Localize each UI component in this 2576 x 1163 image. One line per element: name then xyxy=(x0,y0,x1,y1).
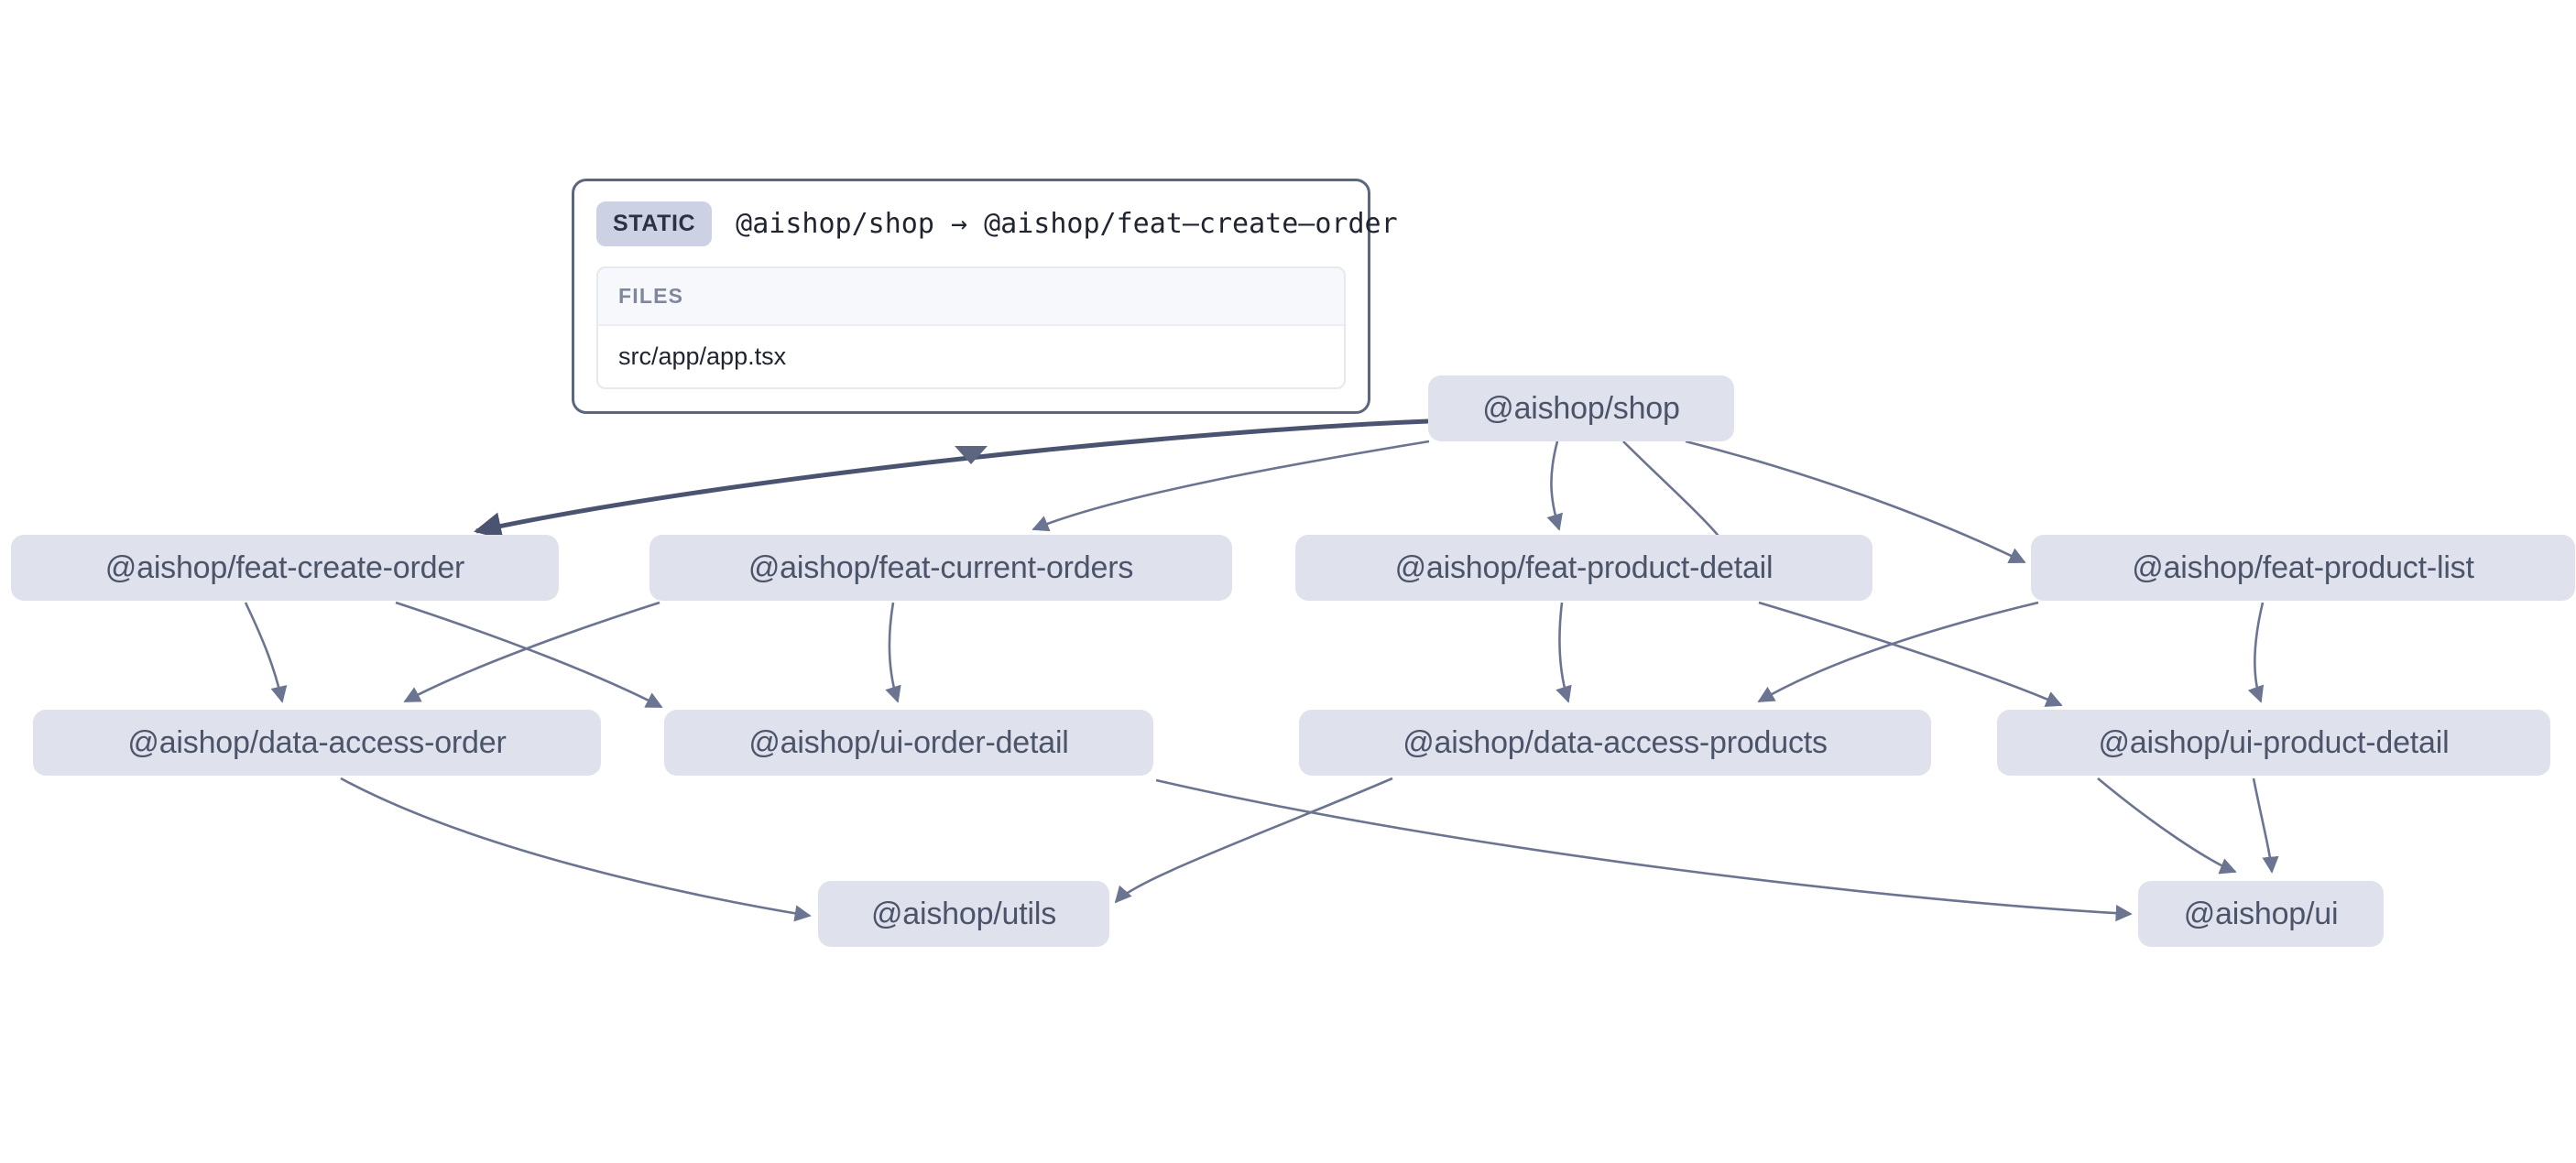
files-panel: FILES src/app/app.tsx xyxy=(596,266,1346,389)
node-label: @aishop/shop xyxy=(1482,391,1680,426)
node-label: @aishop/data-access-order xyxy=(127,725,507,760)
node-label: @aishop/feat-product-list xyxy=(2132,550,2474,585)
file-list-item: src/app/app.tsx xyxy=(598,326,1344,387)
node-aishop-ui-order-detail[interactable]: @aishop/ui-order-detail xyxy=(664,710,1153,776)
node-label: @aishop/utils xyxy=(870,897,1056,931)
edge-feat-current-orders-to-data-access-order xyxy=(403,601,660,703)
files-panel-header: FILES xyxy=(598,268,1344,326)
edge-ui-product-detail-to-ui-second xyxy=(2252,777,2279,874)
edge-feat-create-order-to-data-access-order xyxy=(244,602,288,703)
node-label: @aishop/feat-create-order xyxy=(104,550,465,585)
node-label: @aishop/ui xyxy=(2183,897,2339,931)
edge-shop-to-feat-product-detail xyxy=(1546,440,1563,531)
edge-shop-to-feat-current-orders xyxy=(1031,440,1430,532)
node-aishop-utils[interactable]: @aishop/utils xyxy=(818,881,1109,947)
node-aishop-data-access-products[interactable]: @aishop/data-access-products xyxy=(1299,710,1931,776)
tooltip-header: STATIC @aishop/shop → @aishop/feat–creat… xyxy=(596,201,1398,246)
node-aishop-feat-create-order[interactable]: @aishop/feat-create-order xyxy=(11,535,559,601)
edge-shop-to-feat-create-order xyxy=(474,418,1429,540)
static-badge: STATIC xyxy=(596,201,713,246)
node-aishop-feat-product-list[interactable]: @aishop/feat-product-list xyxy=(2031,535,2575,601)
edge-data-access-order-to-utils xyxy=(340,777,812,922)
node-label: @aishop/ui-product-detail xyxy=(2098,725,2450,760)
edge-detail-tooltip: STATIC @aishop/shop → @aishop/feat–creat… xyxy=(572,179,1398,414)
node-aishop-feat-current-orders[interactable]: @aishop/feat-current-orders xyxy=(649,535,1232,601)
node-label: @aishop/data-access-products xyxy=(1403,725,1828,760)
tooltip-pointer-arrow xyxy=(955,446,988,464)
tooltip-title: @aishop/shop → @aishop/feat–create–order xyxy=(736,208,1398,240)
edge-ui-order-detail-to-ui xyxy=(1155,778,2133,922)
edge-feat-product-list-to-data-access-products xyxy=(1757,601,2039,703)
edge-feat-product-detail-to-ui-product-detail xyxy=(1758,601,2063,707)
node-aishop-ui-product-detail[interactable]: @aishop/ui-product-detail xyxy=(1997,710,2550,776)
node-aishop-data-access-order[interactable]: @aishop/data-access-order xyxy=(33,710,601,776)
edge-feat-product-list-to-ui-product-detail xyxy=(2247,602,2265,703)
node-aishop-shop[interactable]: @aishop/shop xyxy=(1428,375,1734,441)
edge-ui-product-detail-to-ui xyxy=(2097,777,2237,875)
node-aishop-feat-product-detail[interactable]: @aishop/feat-product-detail xyxy=(1295,535,1872,601)
node-label: @aishop/feat-current-orders xyxy=(748,550,1134,585)
edge-feat-product-detail-to-data-access-products xyxy=(1555,602,1572,703)
edge-data-access-products-to-utils xyxy=(1114,777,1393,904)
node-label: @aishop/ui-order-detail xyxy=(748,725,1069,760)
edge-feat-create-order-to-ui-order-detail xyxy=(395,601,663,709)
edge-feat-current-orders-to-ui-order-detail xyxy=(885,602,901,703)
node-aishop-ui[interactable]: @aishop/ui xyxy=(2138,881,2384,947)
node-label: @aishop/feat-product-detail xyxy=(1394,550,1774,585)
